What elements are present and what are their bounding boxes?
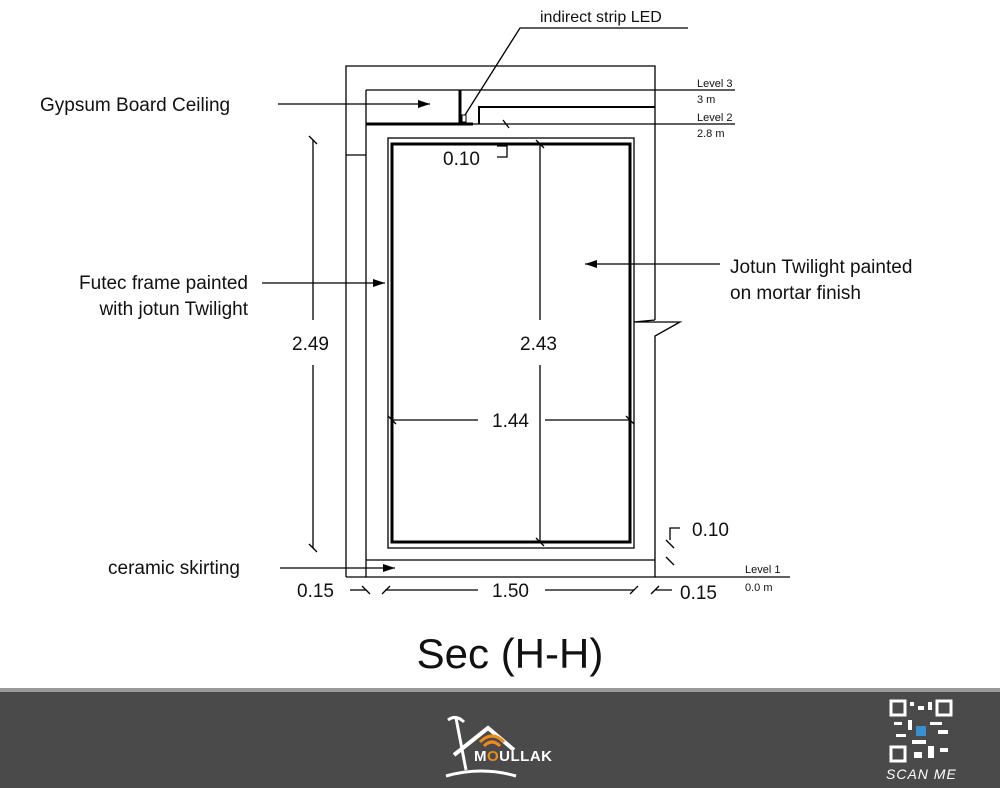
- ceiling-label: Gypsum Board Ceiling: [40, 95, 230, 116]
- level-3-value: 3 m: [697, 94, 715, 106]
- moullak-logo-icon: [445, 715, 517, 778]
- section-title: Sec (H-H): [417, 630, 604, 677]
- led-label: indirect strip LED: [540, 9, 662, 26]
- outer-wall: [345, 65, 656, 577]
- dim-left-wall: 0.15: [297, 581, 334, 602]
- dim-frame-height: 2.43: [520, 334, 557, 355]
- level-2-name: Level 2: [697, 112, 732, 124]
- qr-code-icon[interactable]: [888, 698, 954, 764]
- logo-text: MOULLAK: [474, 748, 553, 765]
- skirting-label: ceramic skirting: [108, 558, 240, 579]
- break-line: [633, 319, 683, 577]
- door-frame-outer: [387, 137, 635, 549]
- dim-right-wall: 0.15: [680, 583, 717, 604]
- level-1-value: 0.0 m: [745, 582, 773, 594]
- dim-bottom-gap: 0.10: [692, 520, 729, 541]
- led-strip: [461, 114, 467, 123]
- dim-frame-width: 1.44: [492, 411, 529, 432]
- door-frame: [390, 142, 632, 544]
- frame-label-1: Futec frame painted: [79, 273, 248, 294]
- dim-opening-width: 1.50: [492, 581, 529, 602]
- level-1-name: Level 1: [745, 564, 780, 576]
- wall-label-1: Jotun Twilight painted: [730, 257, 912, 278]
- dim-total-height: 2.49: [292, 334, 329, 355]
- section-drawing: indirect strip LED Gypsum Board Ceiling …: [40, 9, 912, 677]
- level-2-value: 2.8 m: [697, 128, 725, 140]
- dim-top-gap: 0.10: [443, 149, 480, 170]
- scan-me-label: SCAN ME: [886, 766, 957, 782]
- wall-label-2: on mortar finish: [730, 283, 861, 304]
- level-3-name: Level 3: [697, 78, 732, 90]
- frame-label-2: with jotun Twilight: [98, 299, 248, 320]
